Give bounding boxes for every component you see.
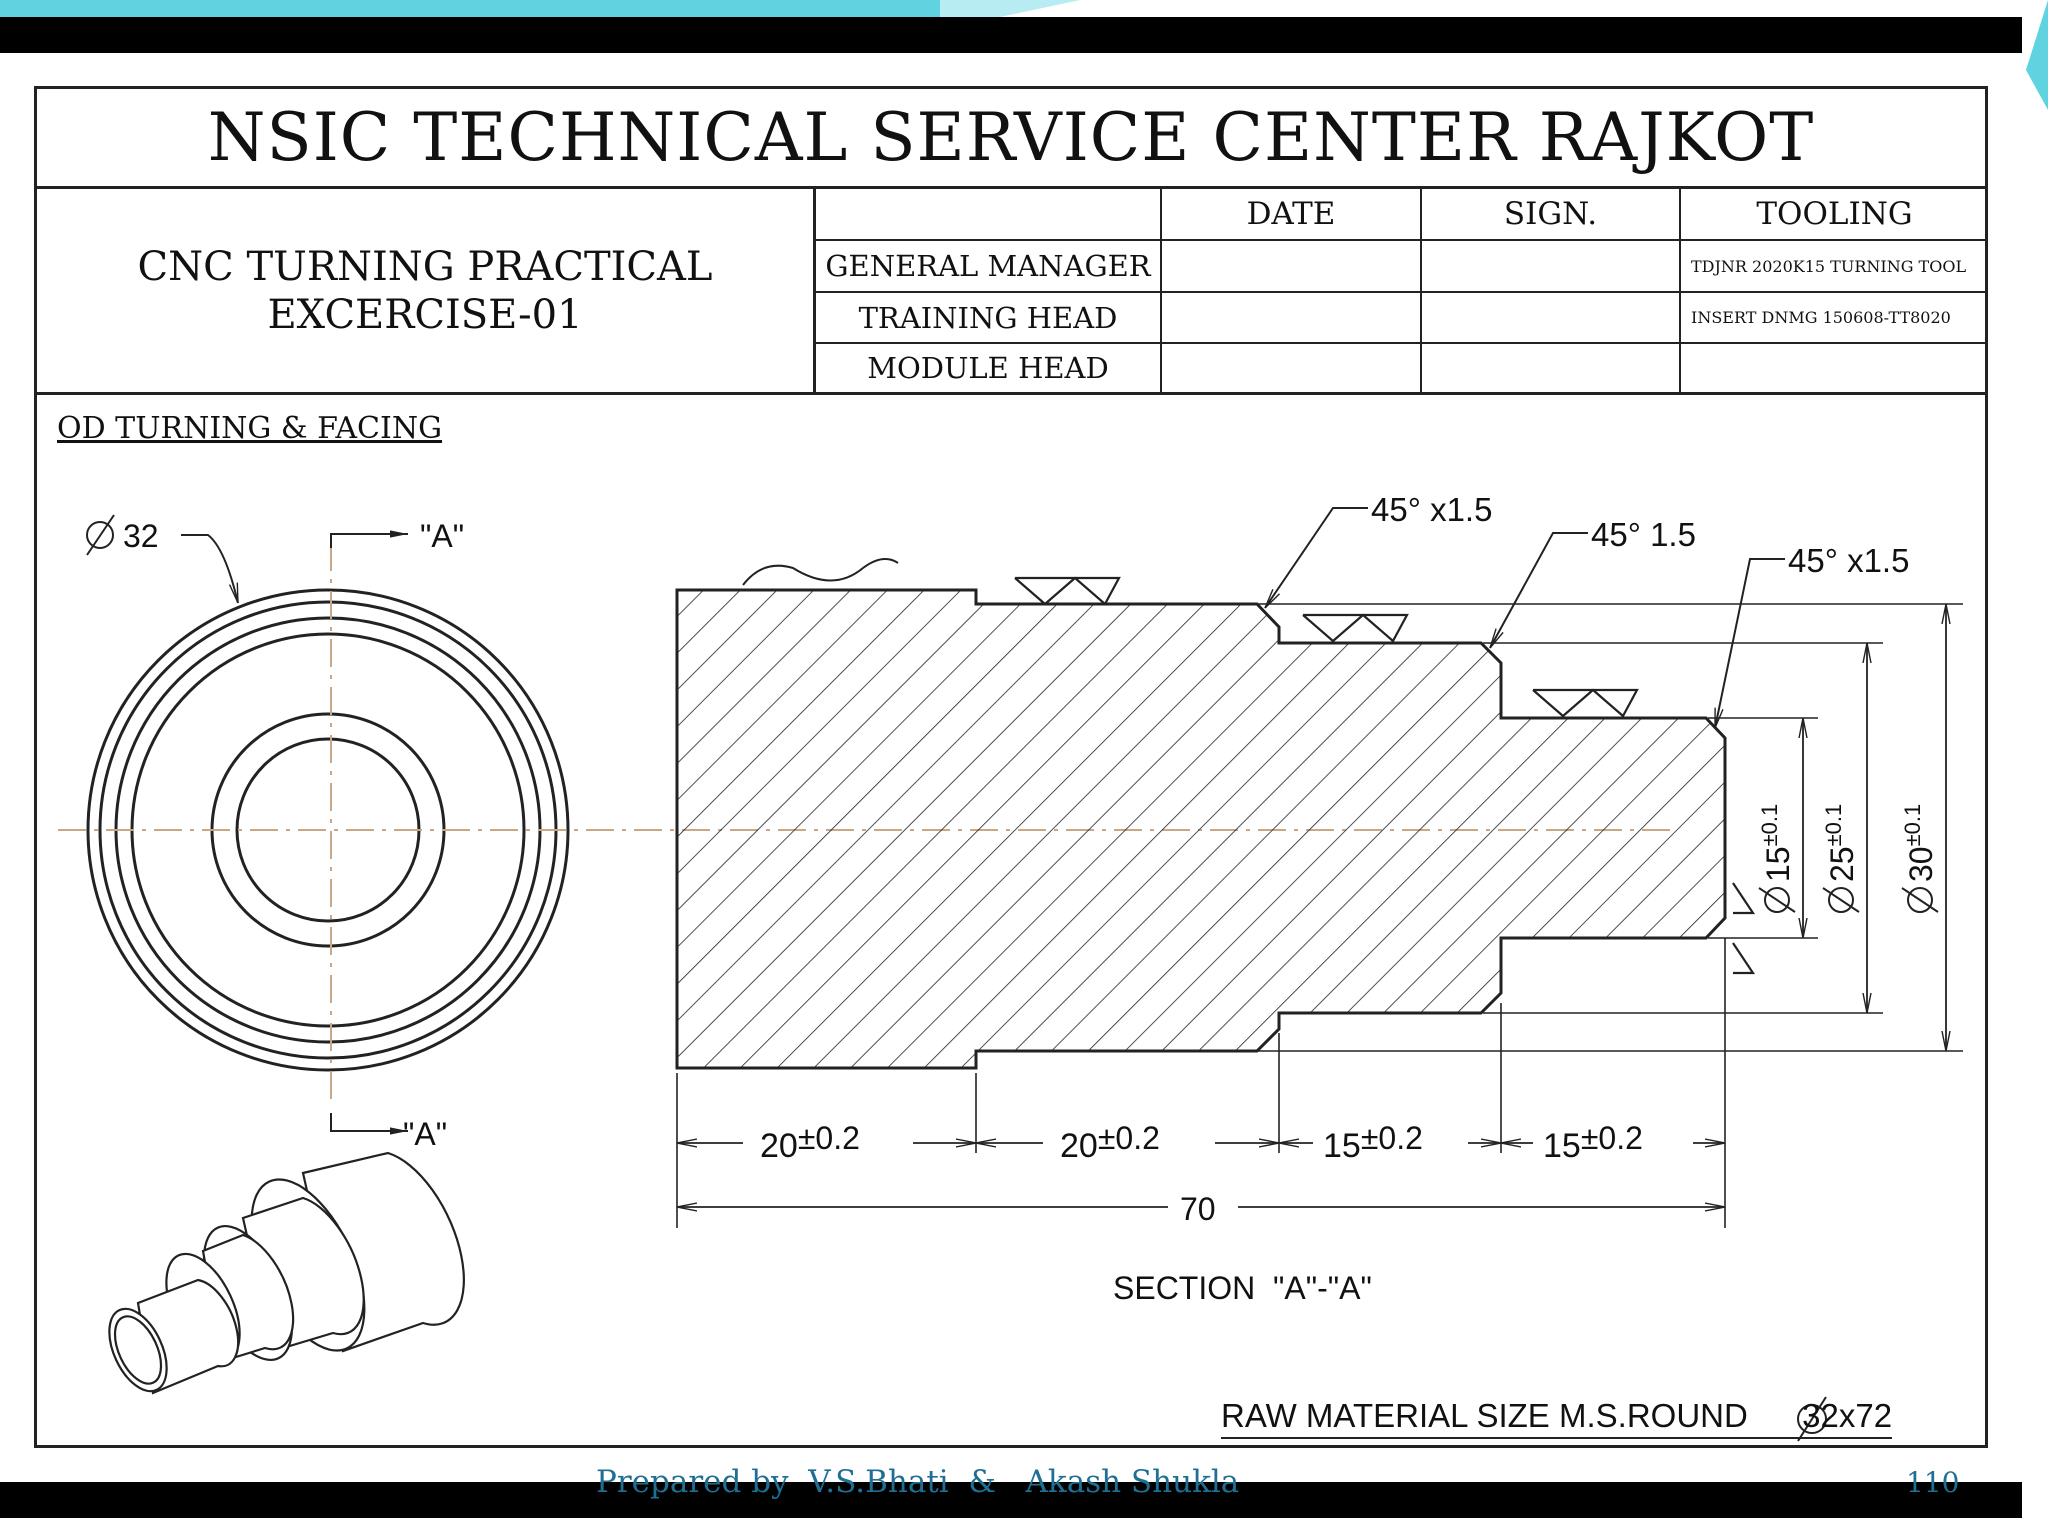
sign-cell[interactable]	[1422, 344, 1681, 392]
end-view-diameter: 32	[123, 518, 159, 554]
date-cell[interactable]	[1162, 293, 1422, 344]
header-sign: SIGN.	[1422, 189, 1681, 241]
length-1-tol: ±0.2	[798, 1120, 860, 1156]
section-marker-bottom: "A"	[403, 1116, 447, 1152]
right-accent-decoration	[2022, 0, 2048, 1536]
approval-table: DATE SIGN. TOOLING GENERAL MANAGER TDJNR…	[816, 189, 1988, 395]
section-title: OD TURNING & FACING	[57, 411, 443, 446]
top-accent-decoration	[0, 0, 1080, 17]
prepared-by: Prepared by V.S.Bhati & Akash Shukla	[596, 1464, 1240, 1500]
page-number: 110	[1906, 1466, 1960, 1499]
sign-cell[interactable]	[1422, 293, 1681, 344]
diameter-30: 30	[1903, 846, 1939, 882]
svg-text:30±0.1: 30±0.1	[1900, 804, 1939, 882]
section-marker-top: "A"	[420, 518, 464, 554]
role-general-manager: GENERAL MANAGER	[816, 241, 1162, 293]
raw-material-size: 32x72	[1802, 1397, 1893, 1434]
role-training-head: TRAINING HEAD	[816, 293, 1162, 344]
length-2-tol: ±0.2	[1098, 1120, 1160, 1156]
date-cell[interactable]	[1162, 241, 1422, 293]
diameter-25-tol: ±0.1	[1821, 804, 1846, 847]
header-tooling: TOOLING	[1681, 189, 1988, 241]
diameter-symbol-icon	[1822, 887, 1860, 913]
diameter-symbol-icon	[1797, 1396, 1827, 1442]
header-date: DATE	[1162, 189, 1422, 241]
raw-material-label: RAW MATERIAL SIZE M.S.ROUND	[1221, 1397, 1748, 1434]
length-4-tol: ±0.2	[1581, 1120, 1643, 1156]
diameter-15-tol: ±0.1	[1757, 804, 1782, 847]
chamfer-2: 45° 1.5	[1591, 516, 1696, 553]
raw-material-note: RAW MATERIAL SIZE M.S.ROUND 32x72	[1221, 1397, 1893, 1439]
diameter-symbol-icon	[1758, 887, 1796, 913]
svg-text:25±0.1: 25±0.1	[1821, 804, 1860, 882]
technical-drawing: "A" "A" 32	[58, 491, 1963, 1442]
tooling-2: INSERT DNMG 150608-TT8020	[1681, 293, 1988, 344]
section-view: 45° x1.5 45° 1.5 45° x1.5	[675, 491, 1963, 1442]
svg-text:15±0.1: 15±0.1	[1757, 804, 1796, 882]
diameter-30-tol: ±0.1	[1900, 804, 1925, 847]
chamfer-3: 45° x1.5	[1788, 542, 1909, 579]
length-3: 15	[1323, 1127, 1361, 1165]
exercise-line-2: EXCERCISE-01	[267, 291, 583, 338]
diameter-15: 15	[1760, 846, 1796, 882]
sheet-title: NSIC TECHNICAL SERVICE CENTER RAJKOT	[37, 89, 1985, 189]
top-bar	[0, 17, 2022, 53]
exercise-line-1: CNC TURNING PRACTICAL	[137, 243, 713, 290]
tooling-1: TDJNR 2020K15 TURNING TOOL	[1681, 241, 1988, 293]
length-4: 15	[1543, 1127, 1581, 1165]
isometric-view	[108, 1151, 465, 1395]
length-3-tol: ±0.2	[1361, 1120, 1423, 1156]
diameter-25: 25	[1824, 846, 1860, 882]
overall-length: 70	[1180, 1191, 1216, 1227]
surface-finish-icon	[1014, 576, 1756, 975]
svg-text:20±0.2: 20±0.2	[760, 1120, 860, 1165]
diameter-symbol-icon	[86, 514, 115, 556]
svg-text:15±0.2: 15±0.2	[1543, 1120, 1643, 1165]
sign-cell[interactable]	[1422, 241, 1681, 293]
length-2: 20	[1060, 1127, 1098, 1165]
drawing-sheet: NSIC TECHNICAL SERVICE CENTER RAJKOT CNC…	[34, 86, 1988, 1448]
exercise-title-block: CNC TURNING PRACTICAL EXCERCISE-01	[37, 189, 816, 395]
approval-corner-cell	[816, 189, 1162, 241]
date-cell[interactable]	[1162, 344, 1422, 392]
diameter-symbol-icon	[1901, 887, 1939, 913]
turned-part-profile	[675, 588, 1727, 1070]
svg-text:15±0.2: 15±0.2	[1323, 1120, 1423, 1165]
length-1: 20	[760, 1127, 798, 1165]
svg-text:20±0.2: 20±0.2	[1060, 1120, 1160, 1165]
chamfer-1: 45° x1.5	[1371, 491, 1492, 528]
role-module-head: MODULE HEAD	[816, 344, 1162, 392]
section-caption: SECTION "A"-"A"	[1113, 1270, 1372, 1306]
bottom-bar	[0, 1482, 2022, 1518]
